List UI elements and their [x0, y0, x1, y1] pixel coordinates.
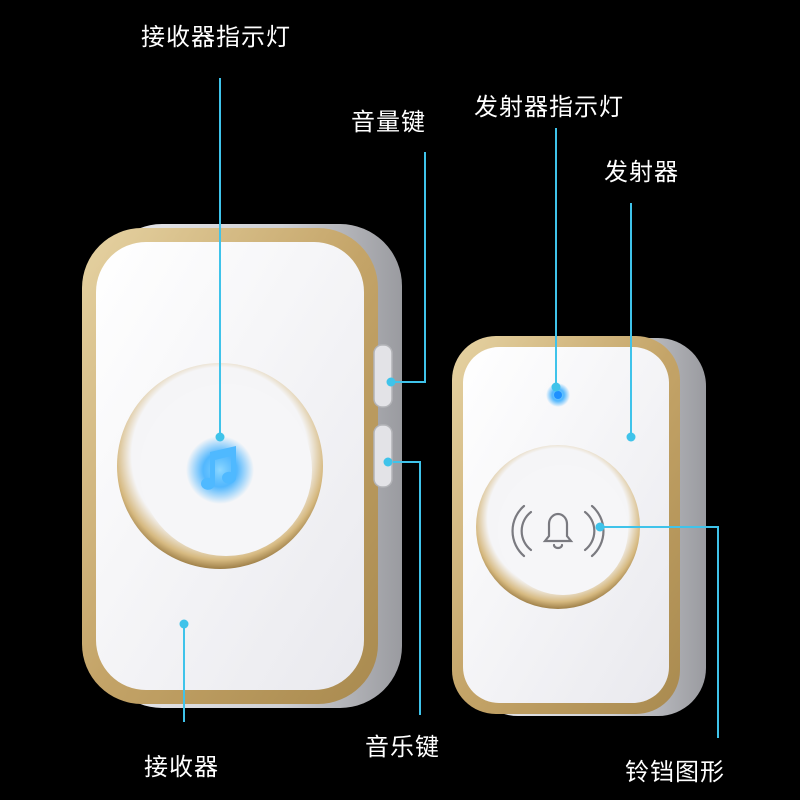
label-transmitter-indicator: 发射器指示灯 [474, 93, 624, 121]
leader-bell-graphic [602, 526, 719, 738]
label-receiver-indicator: 接收器指示灯 [141, 23, 291, 51]
leader-volume-key [393, 152, 426, 383]
transmitter-device [452, 336, 706, 716]
music-key [373, 424, 393, 488]
label-bell-graphic: 铃铛图形 [625, 758, 725, 786]
label-transmitter: 发射器 [604, 158, 679, 186]
leader-lines [183, 78, 719, 738]
bell-icon [511, 504, 605, 558]
leader-music-key [393, 461, 421, 715]
label-volume-key: 音量键 [351, 108, 426, 136]
leader-dots [179, 377, 636, 629]
label-receiver: 接收器 [144, 753, 219, 781]
transmitter-bell-button [498, 465, 628, 595]
receiver-indicator-glow [186, 436, 254, 504]
label-music-key: 音乐键 [365, 733, 440, 761]
volume-key [373, 344, 393, 408]
receiver-device [82, 224, 402, 708]
music-note-icon [201, 446, 236, 490]
